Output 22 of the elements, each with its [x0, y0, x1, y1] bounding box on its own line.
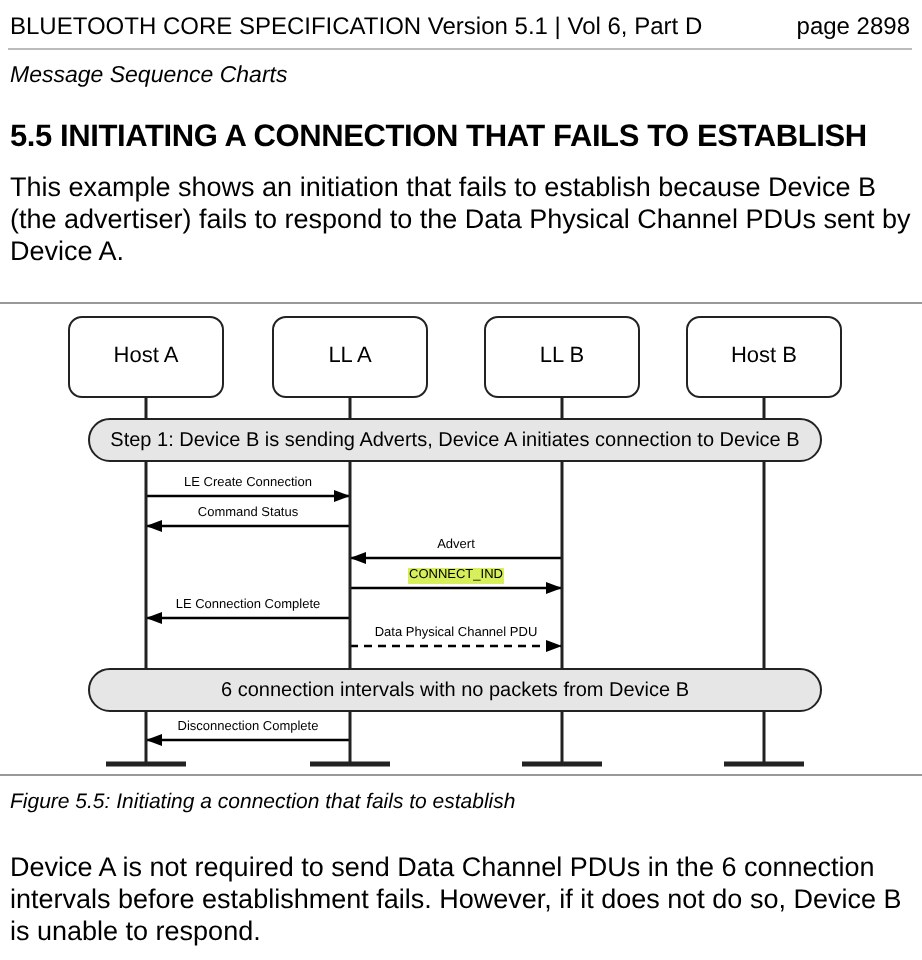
message-arrow — [350, 552, 562, 564]
node-label: Step 1: Device B is sending Adverts, Device A initiates connection to Device B — [110, 427, 800, 455]
step-band — [88, 668, 822, 712]
message-arrow — [146, 490, 350, 502]
intro-paragraph: This example shows an initiation that fails to establish because Device B (the advertiser) fails to respond to the Data Physical Channel PDUs sent by Device A. — [10, 172, 913, 268]
node-label: LL A — [328, 342, 372, 373]
step-band — [88, 418, 822, 462]
node-label: Host B — [730, 342, 797, 373]
message-arrow — [146, 612, 350, 624]
page-header: BLUETOOTH CORE SPECIFICATION Version 5.1 | Vol 6, Part D — [10, 10, 703, 44]
message-arrow — [350, 582, 562, 594]
message-arrow — [350, 640, 562, 652]
section-heading: 5.5 INITIATING A CONNECTION THAT FAILS TO ESTABLISH — [10, 118, 867, 158]
body-paragraph: Device A is not required to send Data Channel PDUs in the 6 connection intervals before establishment fails. However, if it does not do so, Device B is unable to respond. — [10, 852, 904, 948]
message-arrow — [146, 520, 350, 532]
node-label: LL B — [539, 342, 585, 373]
node-label: Host A — [113, 342, 179, 373]
page-number: page 2898 — [796, 10, 910, 44]
message-arrow — [146, 734, 350, 746]
figure-caption: Figure 5.5: Initiating a connection that fails to establish — [10, 788, 516, 818]
node-label: 6 connection intervals with no packets from Device B — [221, 677, 689, 705]
section-name: Message Sequence Charts — [10, 62, 288, 92]
